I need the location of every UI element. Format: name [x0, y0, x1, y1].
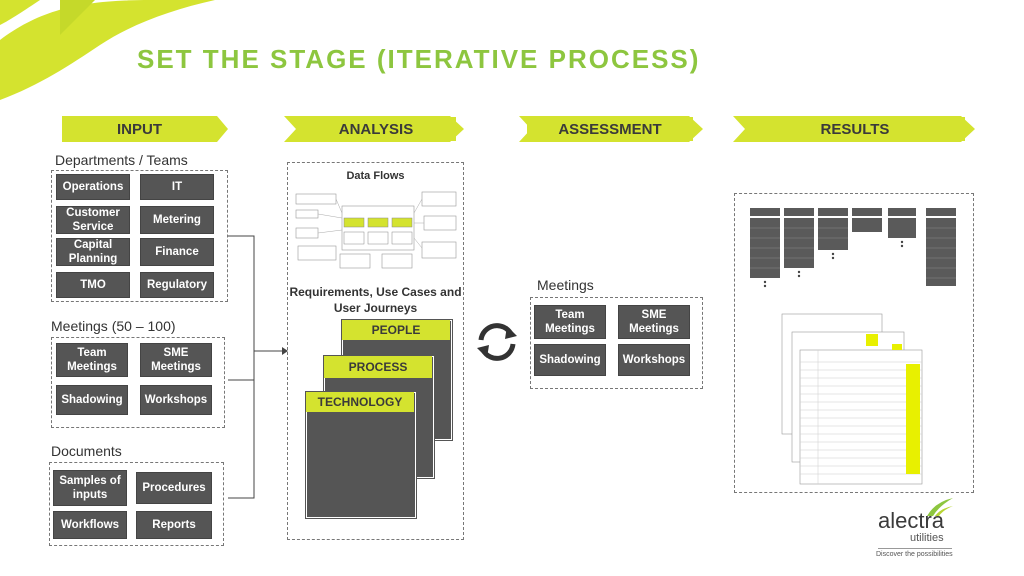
input-workshops: Workshops: [140, 385, 212, 415]
people-header: PEOPLE: [342, 320, 450, 340]
doc-workflows: Workflows: [53, 511, 127, 539]
departments-label: Departments / Teams: [55, 152, 188, 168]
technology-card: [306, 392, 416, 518]
doc-samples-of-inputs: Samples of inputs: [53, 470, 127, 506]
page-title: SET THE STAGE (ITERATIVE PROCESS): [137, 44, 701, 74]
dept-finance: Finance: [140, 238, 214, 266]
process-header: PROCESS: [324, 356, 432, 378]
doc-procedures: Procedures: [136, 472, 212, 504]
input-connector: [228, 235, 288, 499]
dept-metering: Metering: [140, 206, 214, 234]
meetings-group: [51, 337, 225, 428]
dept-regulatory: Regulatory: [140, 272, 214, 298]
assess-team-meetings: Team Meetings: [534, 305, 606, 339]
stage-input-label: INPUT: [62, 117, 217, 141]
results-capability-map: [750, 208, 956, 288]
documents-group: [49, 462, 224, 546]
dataflows-diagram: [295, 191, 457, 269]
meetings-label: Meetings (50 – 100): [51, 318, 176, 334]
stage-assessment-label: ASSESSMENT: [527, 117, 693, 141]
documents-label: Documents: [51, 443, 122, 459]
logo-tagline: Discover the possibilities: [876, 551, 953, 558]
assess-shadowing: Shadowing: [534, 344, 606, 376]
dataflows-label: Data Flows: [346, 170, 405, 182]
stage-results-label: RESULTS: [745, 117, 965, 141]
input-shadowing: Shadowing: [56, 385, 128, 415]
alectra-logo-mark: [927, 498, 953, 516]
dept-it: IT: [140, 174, 214, 200]
dept-capital-planning: Capital Planning: [56, 238, 130, 266]
technology-header: TECHNOLOGY: [306, 392, 414, 412]
input-sme-meetings: SME Meetings: [140, 343, 212, 377]
assessment-meetings-label: Meetings: [537, 277, 594, 293]
input-team-meetings: Team Meetings: [56, 343, 128, 377]
results-group: [734, 193, 974, 493]
doc-reports: Reports: [136, 511, 212, 539]
requirements-label: Requirements, Use Cases and User Journey…: [289, 285, 462, 315]
dept-tmo: TMO: [56, 272, 130, 298]
logo-divider: [878, 548, 952, 549]
stage-analysis-label: ANALYSIS: [296, 117, 456, 141]
decorative-ribbon: [0, 0, 215, 100]
cycle-arrows-icon: [477, 323, 517, 361]
logo-name: alectra: [878, 508, 945, 533]
departments-group: [51, 170, 228, 302]
results-requirements-sheets: [781, 313, 923, 485]
dept-operations: Operations: [56, 174, 130, 200]
analysis-group: [287, 162, 464, 540]
assessment-group: [530, 297, 703, 389]
logo-sub: utilities: [910, 532, 944, 544]
dept-customer-service: Customer Service: [56, 206, 130, 234]
assess-workshops: Workshops: [618, 344, 690, 376]
assess-sme-meetings: SME Meetings: [618, 305, 690, 339]
